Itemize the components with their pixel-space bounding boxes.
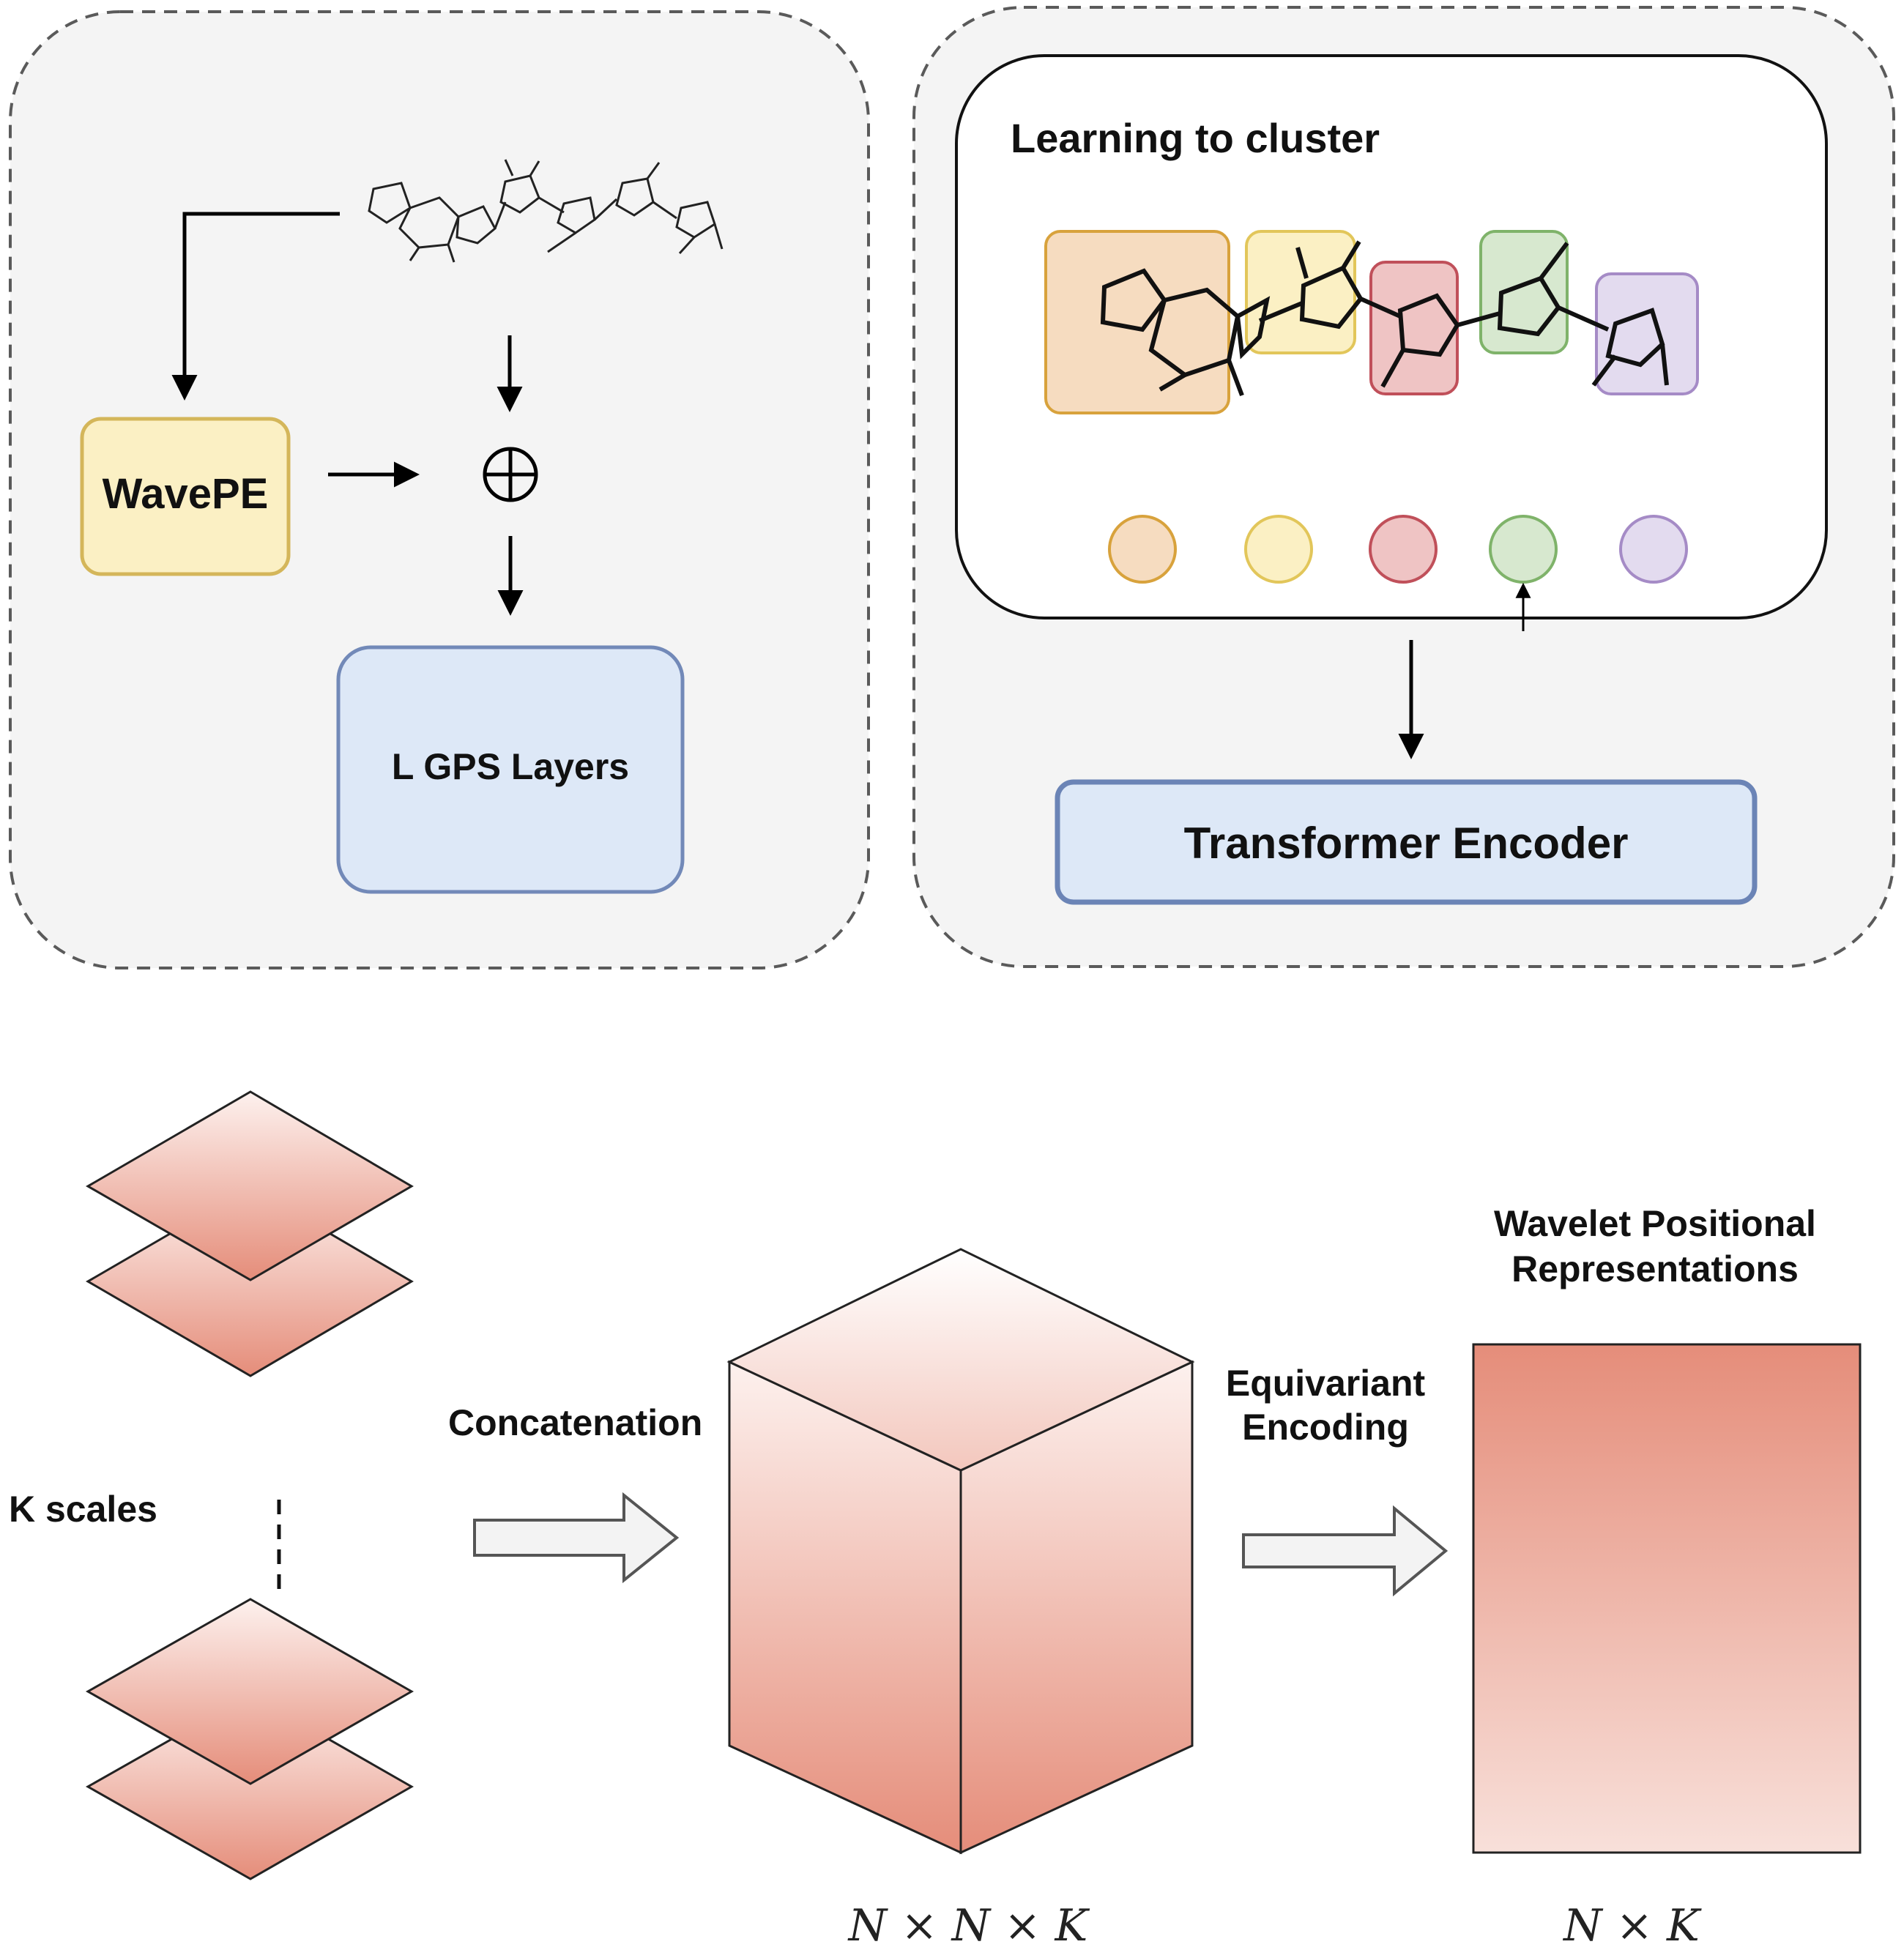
panel-c: K scales Concatenation Equivariant Encod… xyxy=(9,1090,1862,1951)
scale-layer-1 xyxy=(86,1090,414,1281)
sum-operator-icon xyxy=(483,447,538,502)
k-scales-label: K scales xyxy=(9,1489,157,1530)
cluster-box-5 xyxy=(1595,272,1699,395)
concatenation-label: Concatenation xyxy=(448,1402,702,1443)
transformer-encoder-label: Transformer Encoder xyxy=(1184,819,1629,868)
molecule-clustered-icon xyxy=(1100,240,1669,397)
wavelet-representation-rect xyxy=(1472,1343,1862,1854)
panel-a: WavePE L GPS Layers xyxy=(9,10,870,969)
scale-layer-k xyxy=(85,1693,414,1880)
cluster-node-2 xyxy=(1244,515,1313,584)
equivariant-label-line2: Encoding xyxy=(1242,1407,1409,1448)
equivariant-label-line1: Equivariant xyxy=(1226,1363,1426,1404)
encoding-arrow xyxy=(1242,1505,1449,1597)
gps-layers-label: L GPS Layers xyxy=(392,746,629,787)
molecule-graph-icon xyxy=(368,159,724,263)
cube-dimension-label: N × N × K xyxy=(847,1900,1090,1951)
scale-layer-k-1 xyxy=(85,1598,414,1785)
cluster-node-4 xyxy=(1489,515,1558,584)
wavepe-box xyxy=(80,417,291,576)
rect-dimension-label: N × K xyxy=(1562,1900,1702,1951)
cluster-box-3 xyxy=(1369,261,1459,395)
cluster-box-2 xyxy=(1245,230,1356,354)
concatenation-arrow xyxy=(473,1492,680,1584)
cluster-node-1 xyxy=(1108,515,1177,584)
cluster-nodes xyxy=(1108,515,1688,584)
cluster-title: Learning to cluster xyxy=(1011,115,1380,161)
panel-b: Learning to cluster xyxy=(912,6,1895,968)
cluster-box-4 xyxy=(1479,230,1569,354)
wavelet-label-line1: Wavelet Positional xyxy=(1494,1203,1816,1244)
wavelet-cube xyxy=(726,1248,1195,1855)
wavepe-label: WavePE xyxy=(103,470,269,518)
wavelet-label-line2: Representations xyxy=(1511,1248,1799,1289)
cluster-box-1 xyxy=(1044,230,1230,414)
cluster-node-5 xyxy=(1619,515,1688,584)
arrow-molecule-to-wavepe xyxy=(171,212,340,401)
transformer-encoder-box xyxy=(1055,779,1758,905)
gps-layers-box xyxy=(336,645,685,894)
cluster-node-3 xyxy=(1369,515,1438,584)
